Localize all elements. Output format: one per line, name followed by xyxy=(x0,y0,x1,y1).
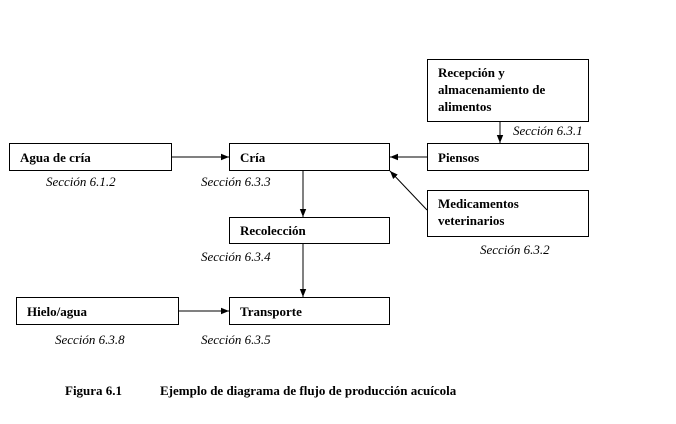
box-recepcion-line-3: alimentos xyxy=(438,99,492,114)
ref-transporte: Sección 6.3.5 xyxy=(201,332,271,347)
figure-caption: Ejemplo de diagrama de flujo de producci… xyxy=(160,383,457,398)
ref-hielo-agua: Sección 6.3.8 xyxy=(55,332,125,347)
box-medicamentos-line-1: Medicamentos xyxy=(438,196,519,211)
ref-recepcion: Sección 6.3.1 xyxy=(513,123,583,138)
box-cria: Cría xyxy=(229,143,390,171)
box-hielo-agua-label: Hielo/agua xyxy=(27,303,87,319)
box-piensos-label: Piensos xyxy=(438,149,480,165)
box-piensos: Piensos xyxy=(427,143,589,171)
box-recepcion: Recepción y almacenamiento de alimentos xyxy=(427,59,589,122)
box-recepcion-line-2: almacenamiento de xyxy=(438,82,546,97)
box-cria-label: Cría xyxy=(240,149,266,165)
box-recepcion-line-1: Recepción y xyxy=(438,65,505,80)
box-medicamentos: Medicamentos veterinarios xyxy=(427,190,589,237)
ref-medicamentos: Sección 6.3.2 xyxy=(480,242,550,257)
box-recoleccion-label: Recolección xyxy=(240,223,306,238)
box-transporte-label: Transporte xyxy=(240,303,302,319)
ref-cria: Sección 6.3.3 xyxy=(201,174,271,189)
box-agua-de-cria: Agua de cría xyxy=(9,143,172,171)
box-hielo-agua: Hielo/agua xyxy=(16,297,179,325)
ref-recoleccion: Sección 6.3.4 xyxy=(201,249,271,264)
box-agua-de-cria-label: Agua de cría xyxy=(20,149,91,165)
ref-agua-de-cria: Sección 6.1.2 xyxy=(46,174,116,189)
box-recoleccion: Recolección xyxy=(229,217,390,244)
box-transporte: Transporte xyxy=(229,297,390,325)
figure-label: Figura 6.1 xyxy=(65,383,123,398)
box-medicamentos-line-2: veterinarios xyxy=(438,213,505,228)
arrow-medicamentos-to-cria xyxy=(389,170,428,211)
